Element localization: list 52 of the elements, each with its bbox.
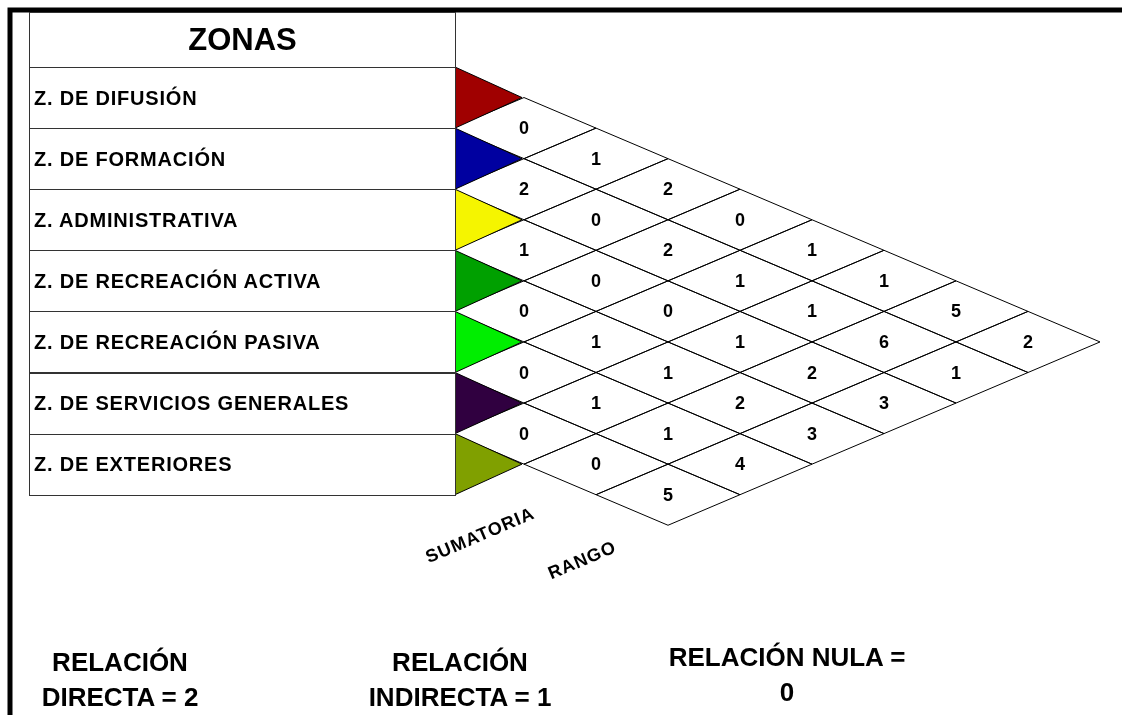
matrix-value: 5 <box>663 485 673 504</box>
matrix-value: 3 <box>807 424 817 443</box>
zone-cell <box>29 311 456 374</box>
matrix-value: 1 <box>663 363 673 382</box>
matrix-value: 2 <box>663 241 673 260</box>
matrix-value: 0 <box>591 271 601 290</box>
zone-name: Z. DE EXTERIORES <box>34 453 233 477</box>
matrix-value: 4 <box>735 455 745 474</box>
zone-name: Z. DE SERVICIOS GENERALES <box>34 392 350 416</box>
matrix-value: 0 <box>519 119 529 138</box>
zone-name: Z. DE DIFUSIÓN <box>34 86 198 110</box>
matrix-value: 2 <box>519 180 529 199</box>
matrix-value: 1 <box>663 424 673 443</box>
zone-cell <box>29 128 456 191</box>
matrix-value: 5 <box>951 302 961 321</box>
matrix-value: 0 <box>735 210 745 229</box>
zone-cell <box>29 67 456 130</box>
matrix-value: 1 <box>591 332 601 351</box>
relation-note: RELACIÓN INDIRECTA = 1 <box>367 646 553 714</box>
relation-note: RELACIÓN NULA = 0 <box>667 641 907 709</box>
zone-cell <box>29 372 456 435</box>
matrix-value: 1 <box>519 241 529 260</box>
matrix-value: 1 <box>735 332 745 351</box>
matrix-value: 1 <box>735 271 745 290</box>
matrix-value: 0 <box>519 363 529 382</box>
matrix-value: 0 <box>519 302 529 321</box>
table-heading: ZONAS <box>188 22 297 58</box>
matrix-value: 0 <box>591 455 601 474</box>
matrix-value: 1 <box>591 149 601 168</box>
zone-cell <box>29 250 456 313</box>
matrix-value: 0 <box>591 210 601 229</box>
matrix-value: 6 <box>879 332 889 351</box>
header-cell <box>29 12 456 68</box>
matrix-value: 1 <box>807 302 817 321</box>
matrix-value: 1 <box>591 394 601 413</box>
zone-name: Z. DE RECREACIÓN ACTIVA <box>34 269 322 293</box>
zone-cell <box>29 433 456 496</box>
relation-note: RELACIÓN DIRECTA = 2 <box>40 646 200 714</box>
matrix-value: 1 <box>951 363 961 382</box>
zone-cell <box>29 189 456 252</box>
zone-name: Z. ADMINISTRATIVA <box>34 208 239 232</box>
matrix-value: 1 <box>807 241 817 260</box>
zone-name: Z. DE RECREACIÓN PASIVA <box>34 330 321 354</box>
matrix-value: 0 <box>663 302 673 321</box>
matrix-value: 2 <box>735 394 745 413</box>
matrix-value: 3 <box>879 394 889 413</box>
matrix-value: 2 <box>1023 332 1033 351</box>
matrix-value: 0 <box>519 424 529 443</box>
matrix-value: 1 <box>879 271 889 290</box>
matrix-value: 2 <box>807 363 817 382</box>
zone-name: Z. DE FORMACIÓN <box>34 147 226 171</box>
matrix-value: 2 <box>663 180 673 199</box>
